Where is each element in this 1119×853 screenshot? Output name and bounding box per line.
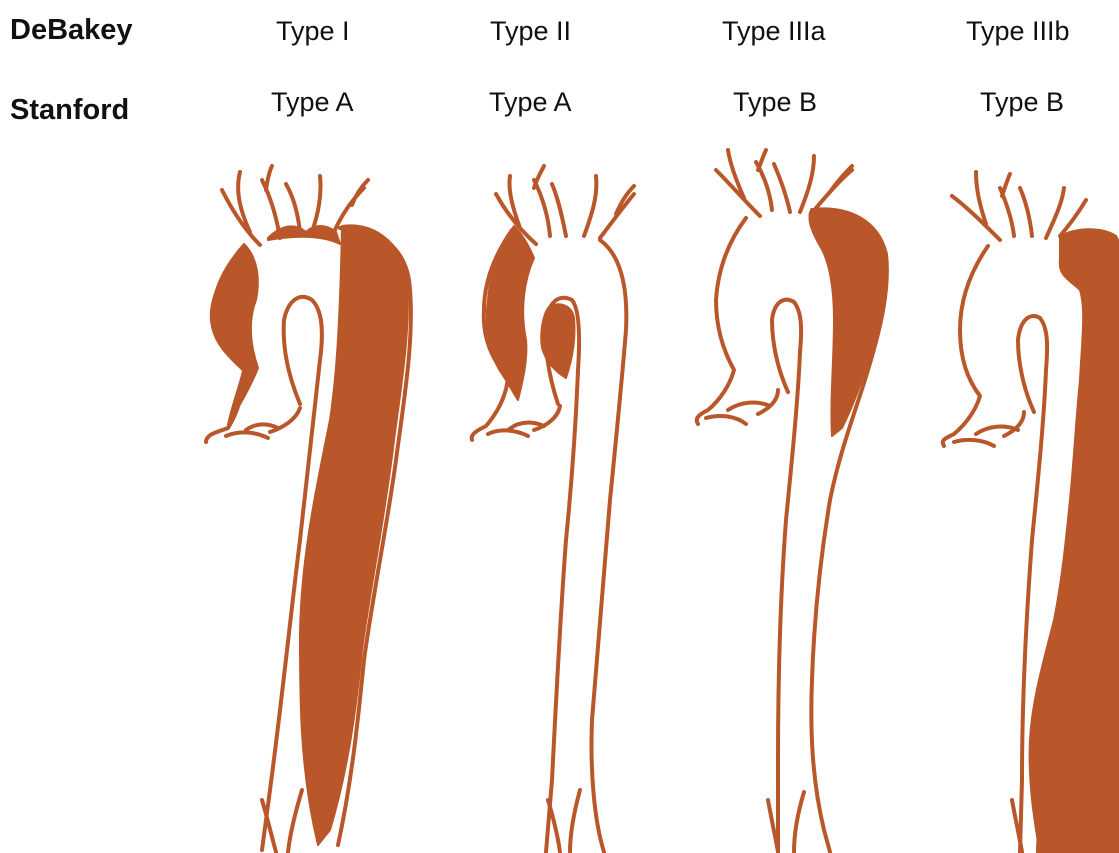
aorta-type-2 — [472, 166, 634, 852]
aorta-type-3b — [943, 172, 1119, 853]
aorta-type-3a — [697, 150, 887, 852]
false-lumen-ascending-2 — [487, 226, 534, 400]
false-lumen-descending-3a — [809, 210, 884, 436]
false-lumen-ascending-1 — [212, 244, 258, 425]
aorta-type-1 — [206, 166, 411, 852]
